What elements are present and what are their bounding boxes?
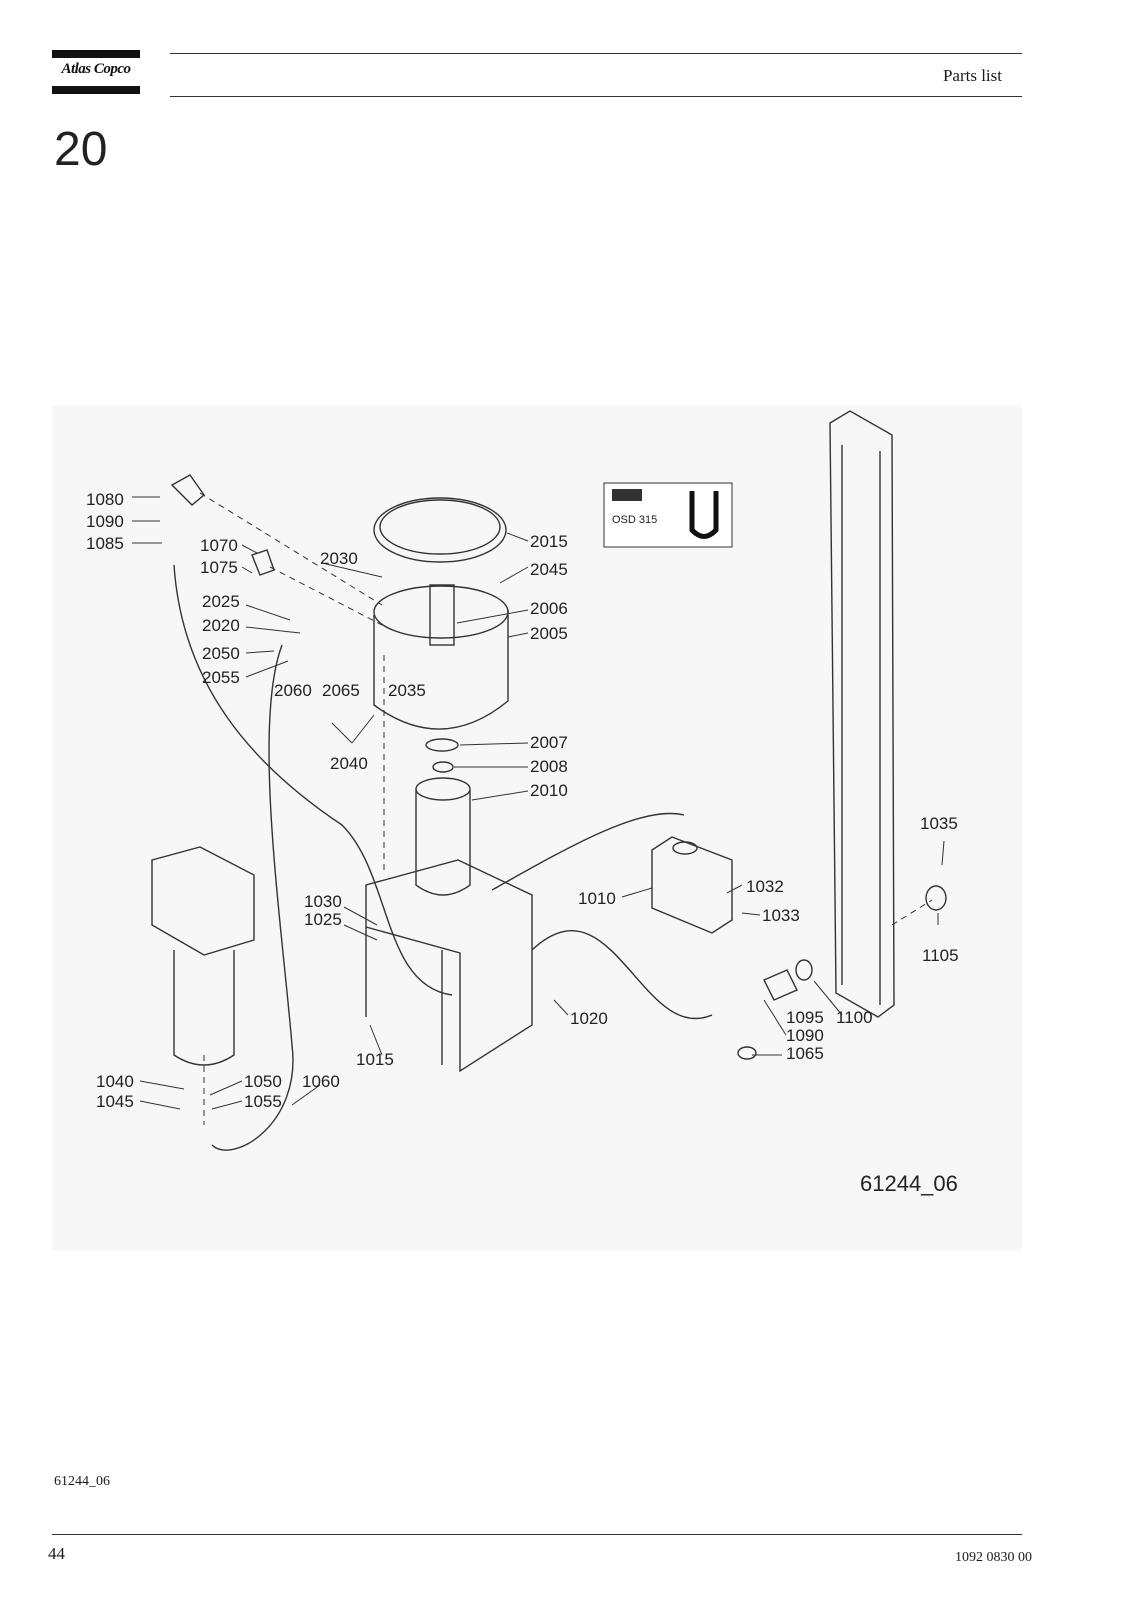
callout-1045: 1045 <box>96 1092 134 1111</box>
logo-bar-bottom <box>52 86 140 94</box>
callout-1020: 1020 <box>570 1009 608 1028</box>
callout-2065: 2065 <box>322 681 360 700</box>
callout-2055: 2055 <box>202 668 240 687</box>
callout-1060: 1060 <box>302 1072 340 1091</box>
washer-1100 <box>795 959 813 981</box>
filter-head <box>151 846 255 956</box>
page-number: 44 <box>48 1544 65 1563</box>
hose-1010 <box>531 930 713 1020</box>
callout-2010: 2010 <box>530 781 568 800</box>
callout-1010: 1010 <box>578 889 616 908</box>
logo-bar-top <box>52 50 140 58</box>
callout-2020: 2020 <box>202 616 240 635</box>
callout-1055: 1055 <box>244 1092 282 1111</box>
tank-body <box>373 610 509 730</box>
stand-legs <box>365 927 443 1065</box>
header-title: Parts list <box>942 66 1002 85</box>
callout-2030: 2030 <box>320 549 358 568</box>
callout-2015: 2015 <box>530 532 568 551</box>
callout-2035: 2035 <box>388 681 426 700</box>
cartridge-top <box>415 777 471 801</box>
container-cap <box>672 841 698 855</box>
decal-text: OSD 315 <box>612 514 657 526</box>
footer-rule <box>52 1534 1022 1535</box>
stand <box>365 859 533 1073</box>
frame-rail-edges <box>841 445 881 1005</box>
document-number: 1092 0830 00 <box>955 1550 1032 1565</box>
callout-1090: 1090 <box>86 512 124 531</box>
assembly-line-4 <box>891 899 933 926</box>
cartridge-body <box>415 790 471 896</box>
frame-rail <box>829 410 895 1018</box>
callout-1035: 1035 <box>920 814 958 833</box>
callout-2005: 2005 <box>530 624 568 643</box>
callout-1050: 1050 <box>244 1072 282 1091</box>
callout-1040: 1040 <box>96 1072 134 1091</box>
exploded-view-figure: OSD 315 1080 1090 1085 1070 1075 2030 20… <box>52 405 1022 1251</box>
callout-1025: 1025 <box>304 910 342 929</box>
callout-1075: 1075 <box>200 558 238 577</box>
callout-2040: 2040 <box>330 754 368 773</box>
callout-1065: 1065 <box>786 1044 824 1063</box>
callout-1085: 1085 <box>86 534 124 553</box>
figure-reference: 61244_06 <box>860 1171 958 1196</box>
tank-strainer <box>429 584 455 646</box>
footer-figure-reference: 61244_06 <box>54 1474 110 1489</box>
assembly-line-2 <box>269 566 383 626</box>
hose-1085 <box>173 564 453 996</box>
callout-1100: 1100 <box>836 1008 873 1027</box>
clamp-1065 <box>737 1046 757 1060</box>
callout-2060: 2060 <box>274 681 312 700</box>
hose-vent <box>491 812 685 891</box>
logo-text: Atlas Copco <box>61 61 131 77</box>
exploded-view-drawing: OSD 315 1080 1090 1085 1070 1075 2030 20… <box>86 410 959 1196</box>
filter-bowl <box>173 950 235 1066</box>
callout-1080: 1080 <box>86 490 124 509</box>
decal-osd315: OSD 315 <box>603 482 733 548</box>
atlas-copco-logo: Atlas Copco <box>52 50 140 94</box>
callout-2008: 2008 <box>530 757 568 776</box>
callout-2045: 2045 <box>530 560 568 579</box>
callout-1070: 1070 <box>200 536 238 555</box>
callout-1090-lower: 1090 <box>786 1026 824 1045</box>
funnel-lid-inner <box>379 499 501 555</box>
callout-2006: 2006 <box>530 599 568 618</box>
callout-1030: 1030 <box>304 892 342 911</box>
callout-1105: 1105 <box>922 946 959 965</box>
oil-container <box>651 836 733 934</box>
callout-2025: 2025 <box>202 592 240 611</box>
elbow-1070 <box>251 549 275 576</box>
header-rule-top <box>170 53 1022 54</box>
callout-1033: 1033 <box>762 906 800 925</box>
section-number: 20 <box>54 123 108 176</box>
elbow-1080 <box>170 474 205 506</box>
callout-2007: 2007 <box>530 733 568 752</box>
callout-1095: 1095 <box>786 1008 824 1027</box>
header-rule-bottom <box>170 96 1022 97</box>
fitting-1095 <box>763 969 798 1001</box>
tank-rim <box>373 585 509 639</box>
nipple <box>432 761 454 773</box>
assembly-line-1 <box>199 492 383 606</box>
seal-ring <box>425 738 459 752</box>
callout-1015: 1015 <box>356 1050 394 1069</box>
callout-1032: 1032 <box>746 877 784 896</box>
fitting-1105 <box>925 885 947 911</box>
funnel-lid <box>373 497 507 563</box>
callout-2050: 2050 <box>202 644 240 663</box>
hose-1060 <box>211 644 294 1151</box>
